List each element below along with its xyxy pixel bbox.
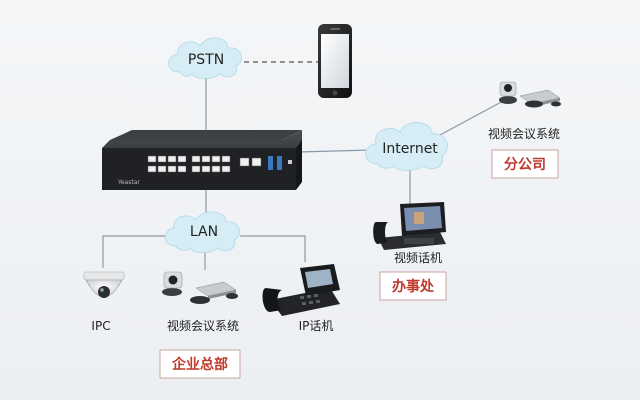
headquarters-site-label: 企业总部	[171, 356, 228, 373]
ipphone-label: IP话机	[299, 319, 334, 333]
branch-site-label: 分公司	[504, 157, 546, 173]
smartphone-icon	[318, 24, 352, 98]
office-site-label: 办事处	[392, 278, 435, 295]
headquarters-site-badge: 企业总部	[159, 349, 241, 379]
video-phone-icon	[373, 202, 446, 250]
line-switch-internet	[297, 149, 373, 153]
connection-lines	[102, 61, 506, 270]
video-conference-icon	[162, 271, 238, 304]
line-lan-ipphone	[240, 235, 306, 262]
hq-videoconf-label: 视频会议系统	[167, 318, 239, 333]
branch-site-badge: 分公司	[491, 149, 559, 179]
lan-cloud: LAN	[164, 211, 241, 253]
switch-brand: Yeastar	[117, 179, 140, 186]
branch-videoconf-label: 视频会议系统	[488, 126, 560, 141]
pstn-label: PSTN	[188, 52, 224, 68]
internet-label: Internet	[382, 141, 438, 157]
line-internet-branch	[439, 99, 506, 136]
office-site-badge: 办事处	[379, 271, 447, 301]
ipc-label: IPC	[91, 319, 110, 333]
dome-camera-icon	[83, 271, 125, 298]
pstn-cloud: PSTN	[168, 37, 243, 79]
lan-label: LAN	[190, 224, 218, 240]
video-conference-icon	[499, 81, 561, 108]
videophone-label: 视频话机	[394, 250, 442, 265]
internet-cloud: Internet	[365, 122, 448, 171]
line-lan-ipc	[102, 235, 172, 268]
desk-phone-icon	[262, 264, 340, 316]
ip-pbx-switch-icon: Yeastar	[102, 130, 302, 190]
